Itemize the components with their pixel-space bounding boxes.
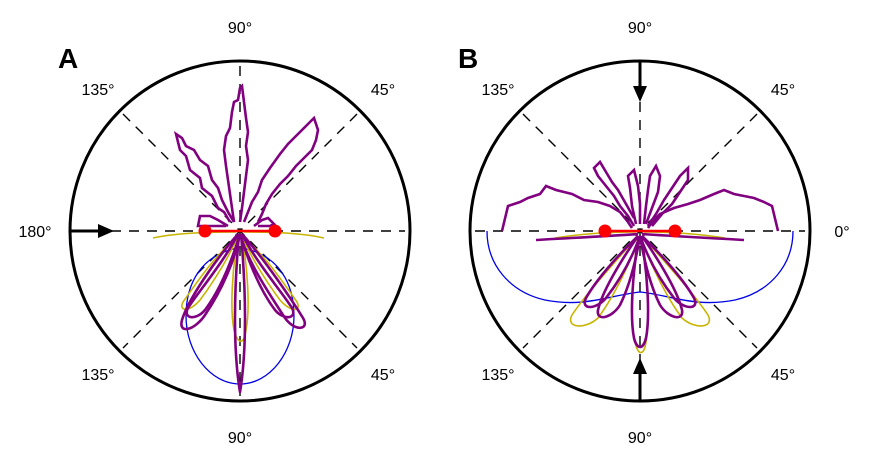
panel-a: A 90° 135° 45° 180° 135° 45° 90° [18, 20, 412, 447]
panel-a-label-bottom: 90° [228, 430, 252, 447]
panel-b-label-lower-left: 135° [481, 367, 514, 384]
panel-b-blue-curve [486, 230, 794, 304]
panel-letter-a: A [58, 43, 78, 74]
panel-a-incident-arrow [70, 224, 114, 238]
panel-b-label-upper-right: 45° [771, 82, 795, 99]
panel-a-label-lower-right: 45° [371, 367, 395, 384]
panel-a-label-lower-left: 135° [81, 367, 114, 384]
panel-a-purple-rays [173, 83, 320, 228]
panel-a-red-dot-right [268, 224, 282, 238]
panel-b-purple-lobes [535, 232, 745, 349]
panel-b-label-bottom: 90° [628, 430, 652, 447]
panel-b-incident-arrow-top [633, 61, 647, 102]
panel-b-label-right: 0° [834, 224, 849, 241]
panel-b-red-dot-left [598, 224, 612, 238]
panel-b-purple-rays [500, 159, 780, 232]
panel-letter-b: B [458, 43, 478, 74]
panel-b-red-dot-right [668, 224, 682, 238]
panel-a-olive-curves [152, 231, 325, 343]
panel-a-red-segment [198, 224, 282, 238]
panel-a-label-upper-left: 135° [81, 82, 114, 99]
panel-a-label-left: 180° [18, 224, 51, 241]
panel-a-red-dot-left [198, 224, 212, 238]
panel-b-red-segment [598, 224, 682, 238]
panel-a-purple-lobes [180, 233, 306, 394]
panel-a-label-upper-right: 45° [371, 82, 395, 99]
panel-a-label-top: 90° [228, 20, 252, 37]
panel-b-incident-arrow-bottom [633, 358, 647, 400]
panel-b: B 90° 135° 45° 0° 135° 45° 90° [458, 20, 850, 447]
panel-b-label-upper-left: 135° [481, 82, 514, 99]
panel-b-label-lower-right: 45° [771, 367, 795, 384]
panel-b-label-top: 90° [628, 20, 652, 37]
